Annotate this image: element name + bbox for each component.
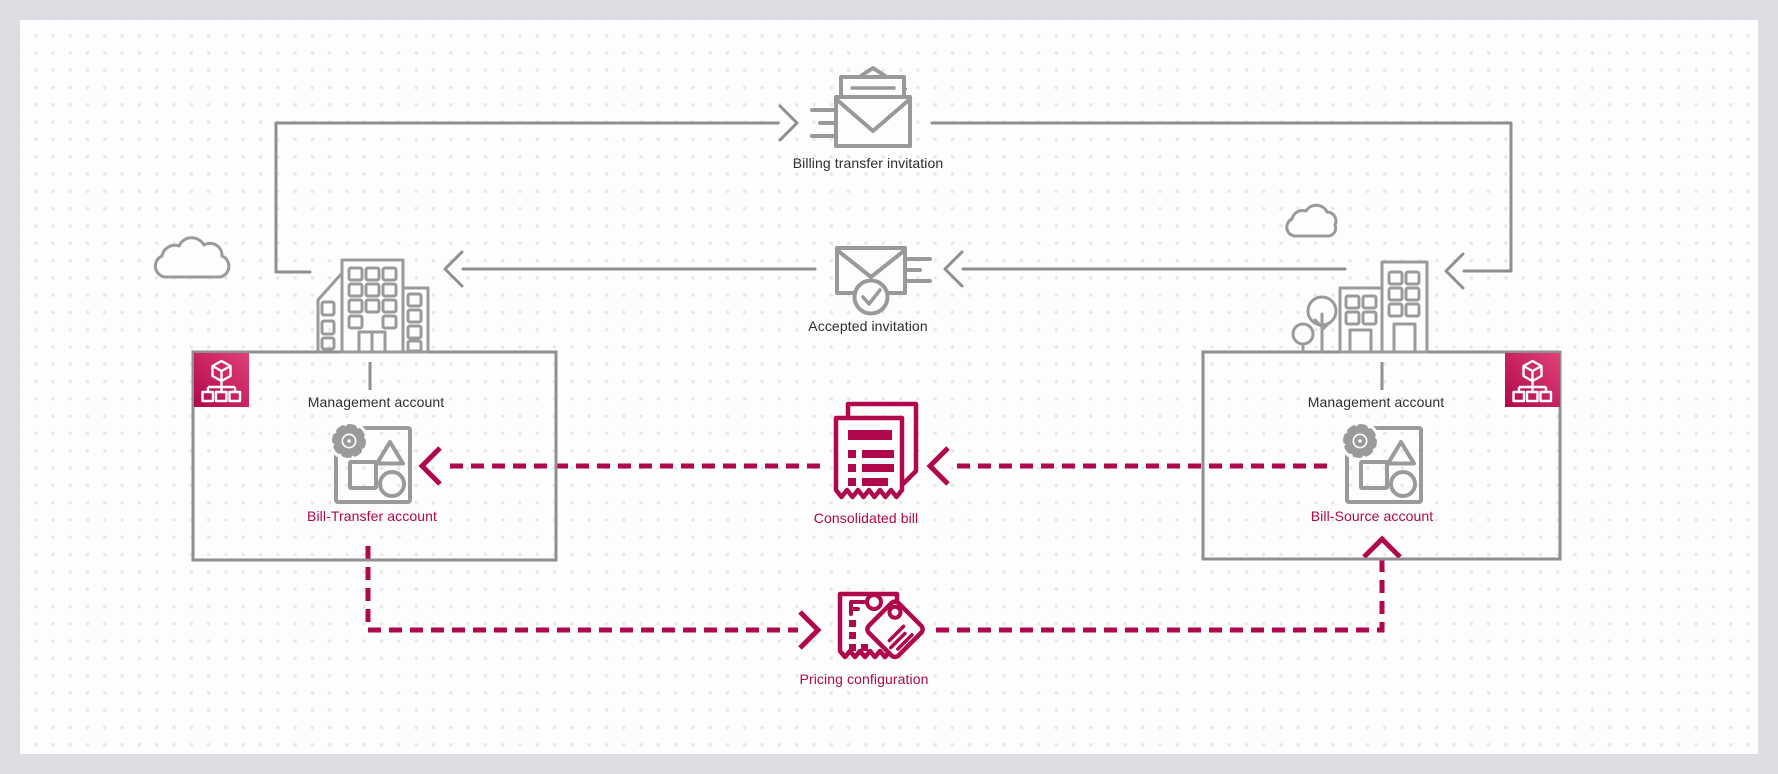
billing-invitation-label: Billing transfer invitation <box>792 155 944 171</box>
pricing-configuration-flow-line <box>365 535 1402 650</box>
accepted-invitation-flow-line <box>443 250 1347 288</box>
billing-invitation-flow-line <box>274 104 1513 290</box>
open-envelope-send-icon <box>810 66 912 148</box>
management-account-label-right: Management account <box>1307 394 1445 410</box>
bill-transfer-account-label: Bill-Transfer account <box>307 508 437 524</box>
account-resources-icon <box>1340 421 1421 502</box>
cloud-icon <box>153 203 1338 279</box>
bill-source-account-label: Bill-Source account <box>1310 508 1434 524</box>
bill-documents-icon <box>833 401 919 500</box>
management-account-label-left: Management account <box>307 394 445 410</box>
consolidated-bill-flow-line <box>418 446 1327 486</box>
accepted-invitation-label: Accepted invitation <box>808 318 928 334</box>
consolidated-bill-label: Consolidated bill <box>813 510 919 526</box>
office-building-tree-icon <box>1291 260 1429 354</box>
office-building-icon <box>316 258 430 354</box>
account-resources-icon <box>329 421 410 502</box>
pricing-configuration-label: Pricing configuration <box>799 671 929 687</box>
aws-organizations-icon <box>194 353 249 407</box>
envelope-check-icon <box>835 246 932 316</box>
receipt-price-tag-icon <box>837 591 925 660</box>
aws-organizations-icon <box>1505 353 1560 407</box>
